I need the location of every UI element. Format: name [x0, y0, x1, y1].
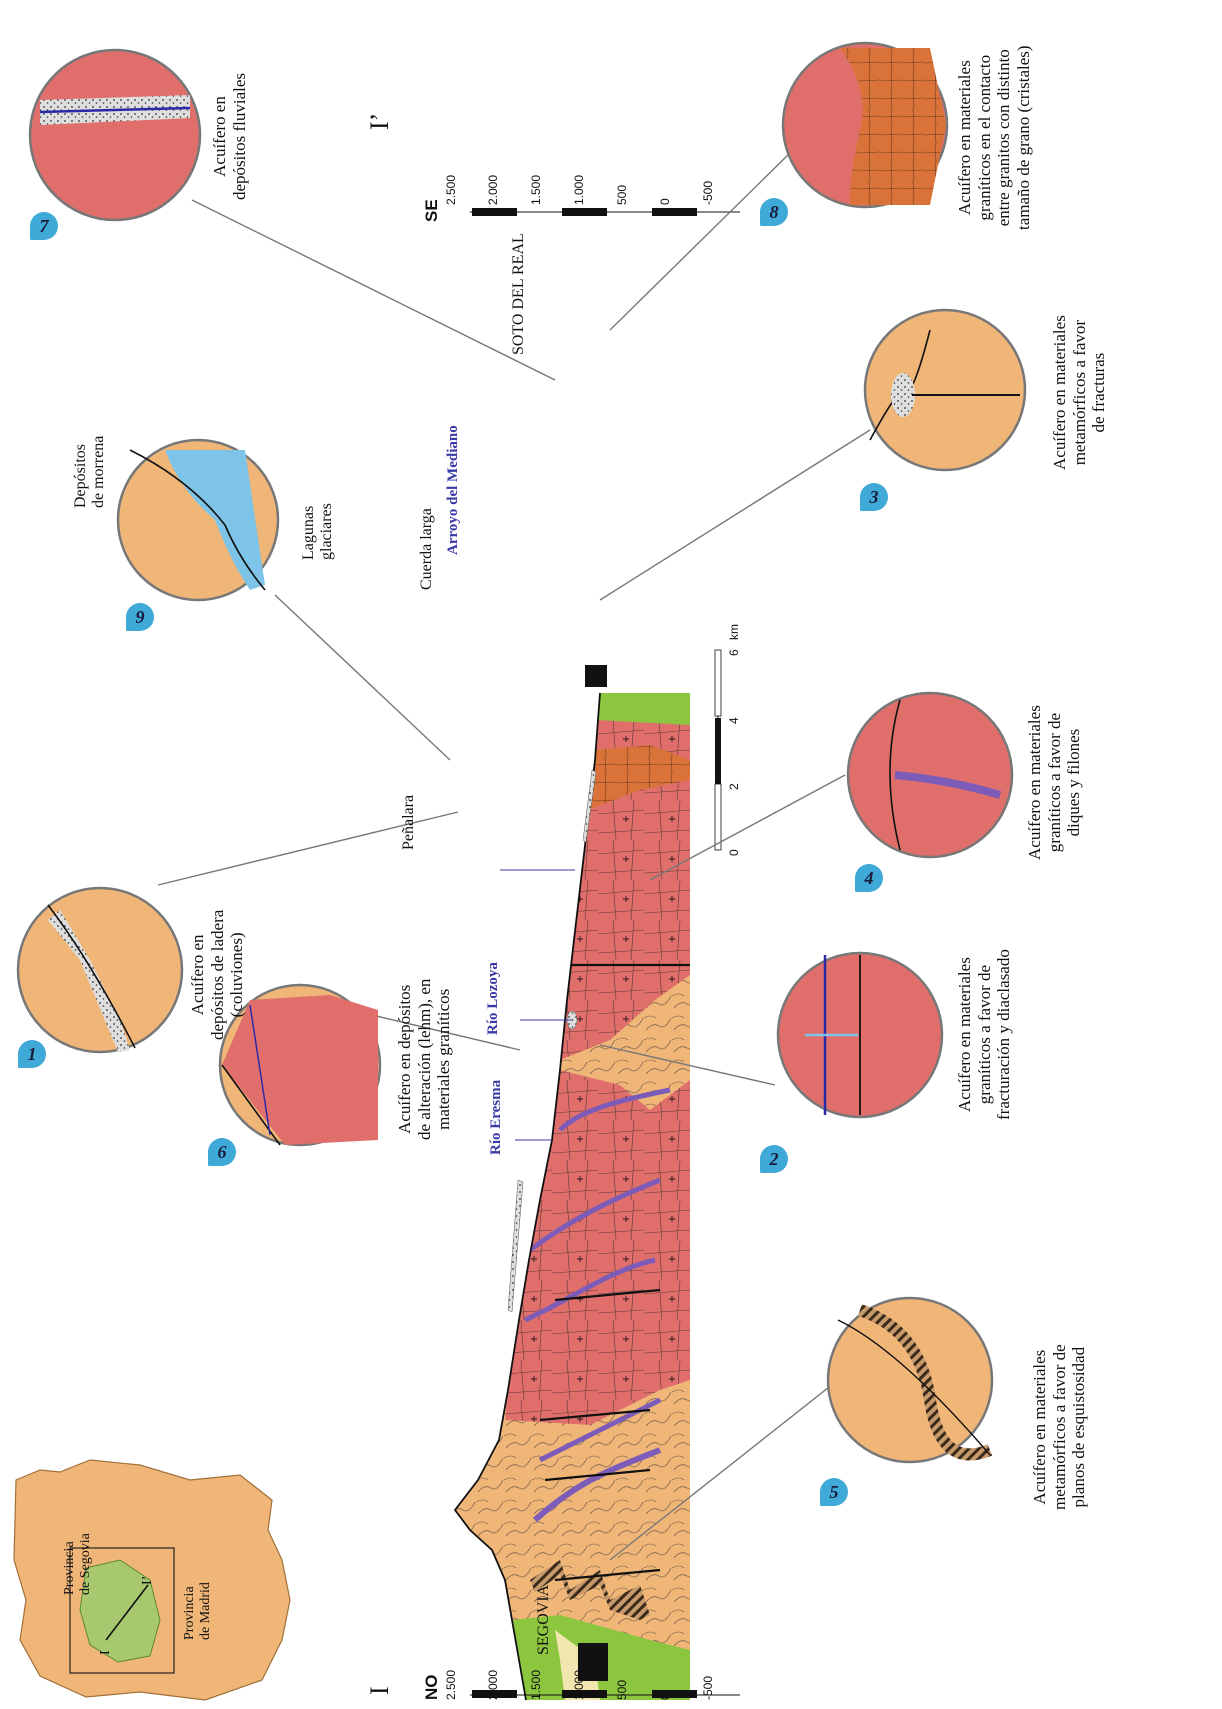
scale-tick-6: 6 — [728, 649, 742, 656]
inset-section-end: I’ — [140, 1576, 156, 1585]
scale-tick-0: 0 — [728, 849, 742, 856]
elev-tick-no-2000: 2.000 — [487, 1670, 501, 1700]
detail-circle-7 — [30, 50, 200, 220]
badge-aquifer-4: 4 — [855, 864, 883, 892]
scale-unit: km — [728, 624, 742, 640]
detail-circle-5 — [828, 1298, 992, 1462]
detail-circle-2 — [778, 953, 942, 1117]
elev-tick-se-0: 0 — [659, 198, 673, 205]
caption-aquifer-1: Acuífero en depósitos de ladera (coluvio… — [188, 910, 247, 1040]
scale-tick-4: 4 — [728, 717, 742, 724]
place-penalara: Peñalara — [400, 795, 418, 850]
elev-tick-no-2500: 2.500 — [445, 1670, 459, 1700]
place-cuerda-larga: Cuerda larga — [418, 508, 436, 590]
callout-line-3 — [600, 430, 870, 600]
caption-aquifer-4: Acuífero en materiales graníticos a favo… — [1025, 705, 1084, 860]
place-segovia: SEGOVIA — [535, 1585, 553, 1655]
caption-aquifer-3: Acuífero en materiales metamórficos a fa… — [1050, 315, 1109, 470]
inset-label-madrid: Provincia de Madrid — [182, 1582, 214, 1640]
detail-circle-8 — [783, 43, 947, 207]
elev-tick-se-1500: 1.500 — [530, 175, 544, 205]
elevation-axis-no — [470, 1690, 740, 1698]
elev-tick-se-1000: 1.000 — [573, 175, 587, 205]
detail-circle-4 — [848, 693, 1012, 857]
elev-tick-no-minus500: -500 — [702, 1676, 716, 1700]
section-start-label: I — [365, 1686, 395, 1695]
cross-section — [455, 665, 690, 1700]
elev-tick-no-0: 0 — [659, 1693, 673, 1700]
elev-tick-no-1000: 1.000 — [573, 1670, 587, 1700]
caption-aquifer-2: Acuífero en materiales graníticos a favo… — [955, 949, 1014, 1120]
orientation-no: NO — [422, 1675, 442, 1701]
elev-tick-se-2000: 2.000 — [487, 175, 501, 205]
badge-aquifer-3: 3 — [860, 483, 888, 511]
detail-circle-3 — [865, 310, 1025, 470]
callout-line-9 — [275, 595, 450, 760]
callout-line-7 — [192, 200, 555, 380]
badge-aquifer-8: 8 — [760, 198, 788, 226]
elev-tick-se-500: 500 — [616, 185, 630, 205]
scale-tick-2: 2 — [728, 783, 742, 790]
elev-tick-no-500: 500 — [616, 1680, 630, 1700]
colluvial-deposit — [508, 1180, 523, 1312]
river-lozoya: Río Lozoya — [485, 962, 502, 1035]
elev-tick-se-minus500: -500 — [702, 181, 716, 205]
km-scale-bar — [715, 650, 721, 850]
river-eresma: Río Eresma — [488, 1080, 505, 1155]
sediment-soto — [598, 693, 690, 725]
section-end-label: I’ — [365, 113, 395, 130]
place-soto-del-real: SOTO DEL REAL — [510, 233, 528, 355]
river-arroyo-mediano: Arroyo del Mediano — [445, 425, 462, 555]
badge-aquifer-2: 2 — [760, 1145, 788, 1173]
detail-circle-1 — [18, 888, 182, 1052]
caption-aquifer-6: Acuífero en depósitos de alteración (leh… — [395, 979, 454, 1140]
orientation-se: SE — [422, 199, 442, 222]
inset-label-segovia: Provincia de Segovia — [62, 1533, 94, 1595]
badge-aquifer-6: 6 — [208, 1138, 236, 1166]
caption-aquifer-8: Acuífero en materiales graníticos en el … — [955, 45, 1033, 230]
badge-aquifer-1: 1 — [18, 1040, 46, 1068]
inset-section-start: I — [98, 1650, 114, 1655]
callout-line-8 — [610, 153, 790, 330]
label-depositos-morrena: Depósitos de morrena — [72, 436, 109, 508]
detail-circle-9 — [118, 440, 278, 600]
badge-aquifer-7: 7 — [30, 212, 58, 240]
elev-tick-se-2500: 2.500 — [445, 175, 459, 205]
badge-aquifer-9: 9 — [126, 603, 154, 631]
caption-aquifer-7: Acuífero en depósitos fluviales — [210, 73, 249, 200]
label-lagunas-glaciares: Lagunas glaciares — [300, 503, 337, 560]
badge-aquifer-5: 5 — [820, 1478, 848, 1506]
caption-aquifer-5: Acuífero en materiales metamórficos a fa… — [1030, 1344, 1089, 1510]
elev-tick-no-1500: 1.500 — [530, 1670, 544, 1700]
elevation-axis-se — [470, 208, 740, 216]
soto-town-icon — [585, 665, 607, 687]
